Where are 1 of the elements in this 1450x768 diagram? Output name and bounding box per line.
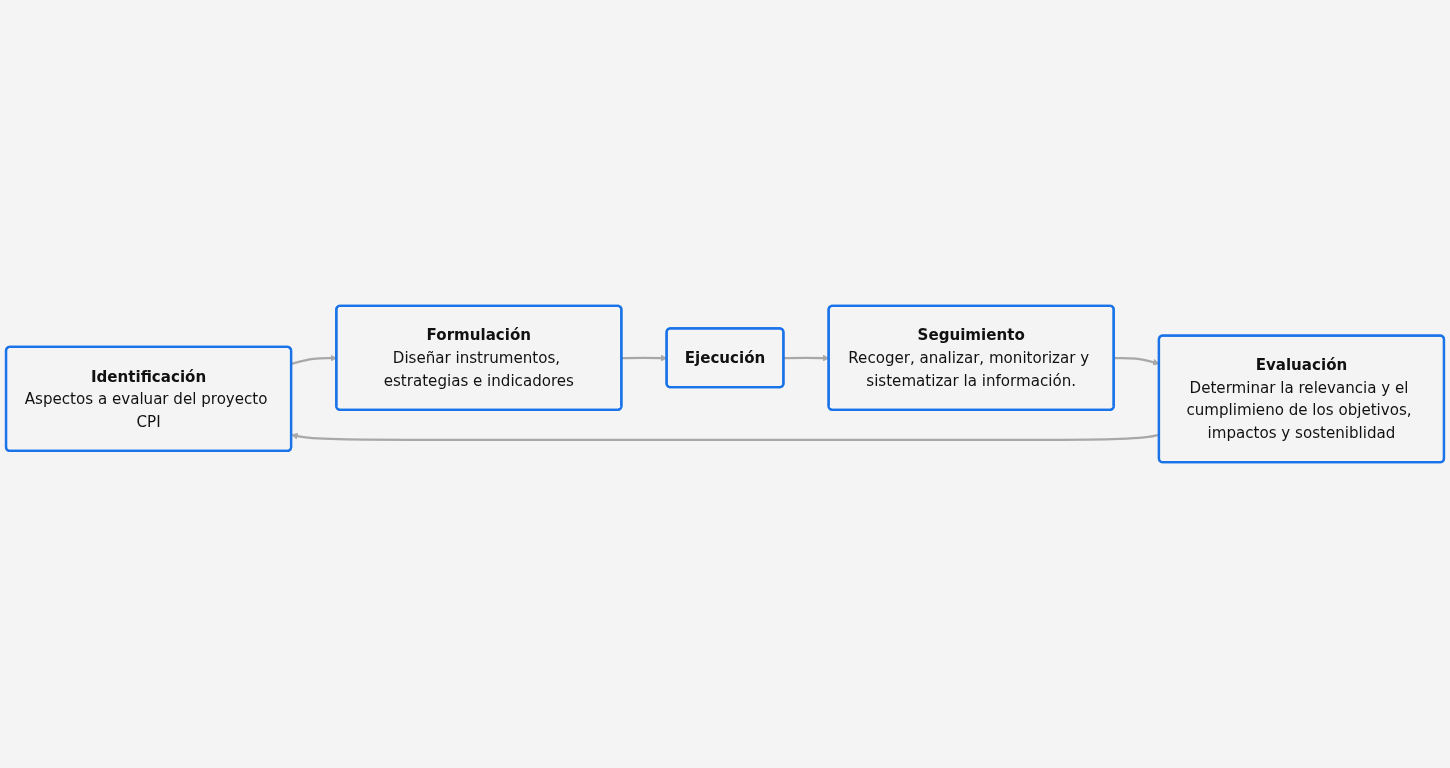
arrow [291, 354, 337, 365]
